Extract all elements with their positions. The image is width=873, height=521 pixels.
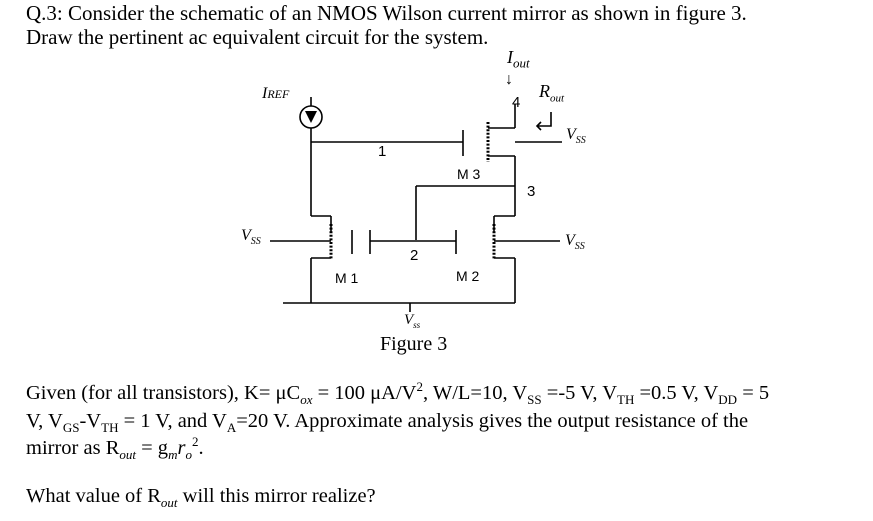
vss-m1-label: VSS [241,227,261,248]
iref-arrow-icon [305,111,317,123]
vss-m2-label: VSS [565,232,585,253]
node-4-label: 4 [512,94,521,111]
given-line-2: V, VGS-VTH = 1 V, and VA=20 V. Approxima… [26,410,749,436]
m2-label: M 2 [456,268,480,284]
given-line-3: mirror as Rout = gmro2. [26,434,204,463]
figure-caption: Figure 3 [380,333,448,355]
iout-arrow-icon: ↓ [505,71,513,88]
iref-label: IREF [262,85,290,102]
prompt-line: What value of Rout will this mirror real… [26,485,376,511]
question-line-2: Draw the pertinent ac equivalent circuit… [26,25,489,49]
rout-arrow [537,112,552,127]
m3-label: M 3 [457,166,481,182]
vss-bottom-label: Vss [404,312,421,330]
rout-label: Rout [539,81,565,105]
iout-label: Iout [507,47,530,71]
node-1-label: 1 [378,143,387,160]
question-line-1: Q.3: Consider the schematic of an NMOS W… [26,1,747,25]
vss-m3-label: VSS [566,126,586,147]
given-line-1: Given (for all transistors), K= μCox = 1… [26,379,770,408]
node-2-label: 2 [410,247,419,264]
m1-label: M 1 [335,270,359,286]
node-3-label: 3 [527,183,536,200]
